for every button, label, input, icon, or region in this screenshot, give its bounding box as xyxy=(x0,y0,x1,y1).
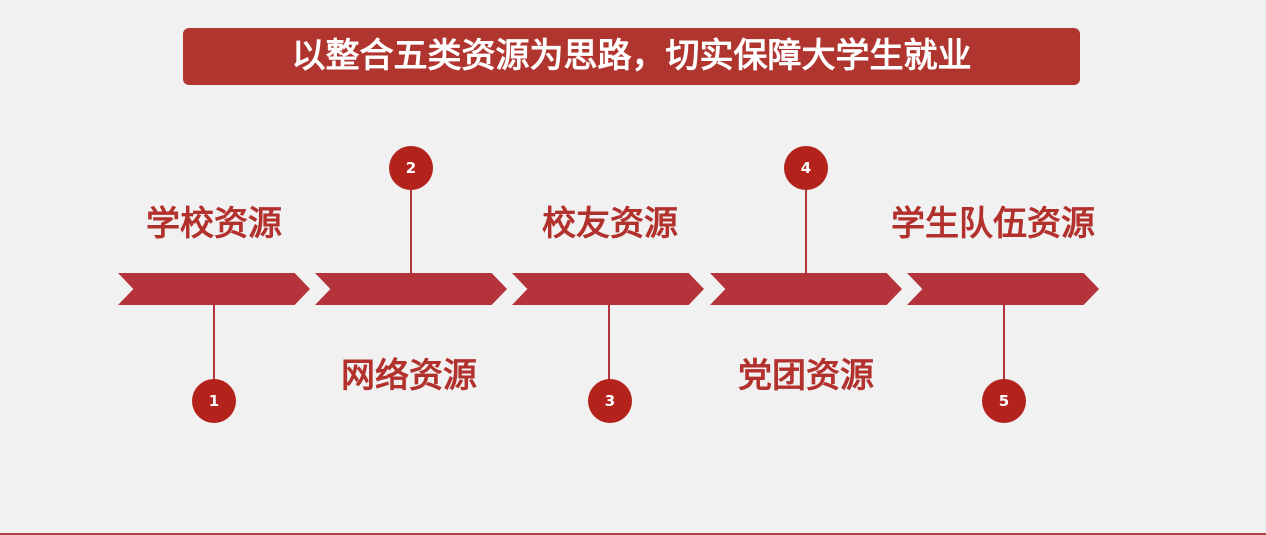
arrow-segment-2 xyxy=(315,273,507,305)
step-label-3: 校友资源 xyxy=(542,204,678,244)
arrow-segment-3 xyxy=(512,273,704,305)
step-label-2: 网络资源 xyxy=(341,356,477,396)
step-label-1: 学校资源 xyxy=(146,204,282,244)
connector-5 xyxy=(1003,305,1005,380)
step-label-4: 党团资源 xyxy=(738,356,874,396)
connector-1 xyxy=(213,305,215,380)
connector-3 xyxy=(608,305,610,380)
step-label-5: 学生队伍资源 xyxy=(891,204,1095,244)
step-number-5: 5 xyxy=(982,379,1026,423)
connector-4 xyxy=(805,190,807,273)
arrow-segment-1 xyxy=(118,273,310,305)
step-number-3: 3 xyxy=(588,379,632,423)
title-banner: 以整合五类资源为思路，切实保障大学生就业 xyxy=(183,28,1080,85)
arrow-segment-5 xyxy=(907,273,1099,305)
step-number-2: 2 xyxy=(389,146,433,190)
step-number-1: 1 xyxy=(192,379,236,423)
step-number-4: 4 xyxy=(784,146,828,190)
connector-2 xyxy=(410,190,412,273)
bottom-divider xyxy=(0,533,1266,535)
arrow-segment-4 xyxy=(710,273,902,305)
